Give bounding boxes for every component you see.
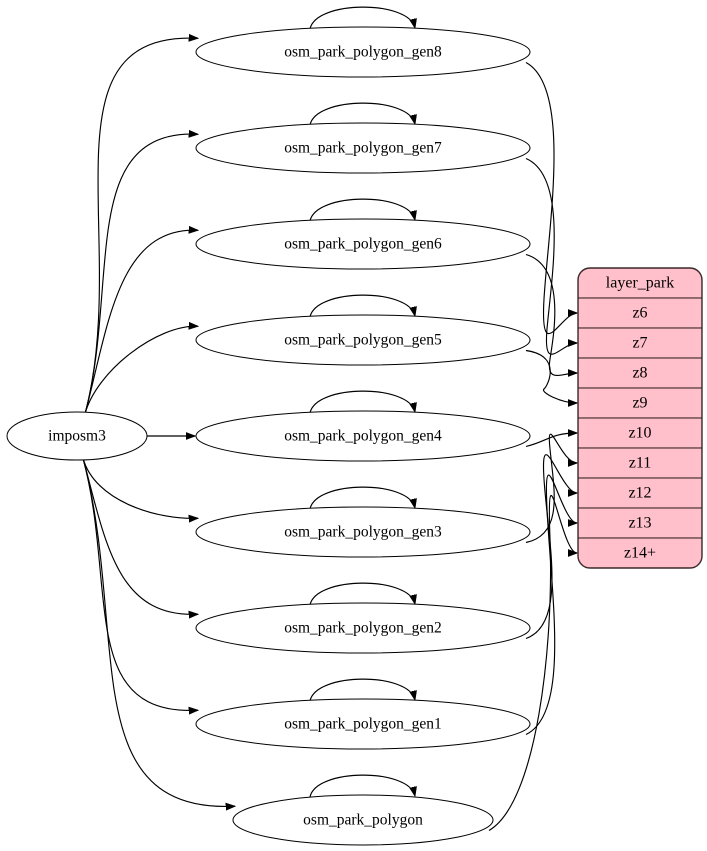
node-shape-gen1 xyxy=(195,698,531,750)
node-shape-gen6 xyxy=(195,218,531,270)
table-row-label: z12 xyxy=(628,485,651,502)
table-row-z14+[interactable] xyxy=(578,537,702,568)
table-row-z10[interactable] xyxy=(578,417,702,449)
node-label-gen4: osm_park_polygon_gen4 xyxy=(284,428,442,445)
node-gen2[interactable]: osm_park_polygon_gen2 xyxy=(195,602,531,654)
edge-gen4-to-z10 xyxy=(525,433,577,448)
table-row-label: z14+ xyxy=(624,545,656,562)
node-label-gen2: osm_park_polygon_gen2 xyxy=(284,620,442,637)
self-loop-gen3 xyxy=(309,486,415,509)
edge-imposm3-to-gen7 xyxy=(84,134,198,415)
table-row-label: z9 xyxy=(632,395,647,412)
node-shape-imposm3 xyxy=(6,411,148,461)
edges-to-layer-park xyxy=(488,61,577,831)
node-label-gen8: osm_park_polygon_gen8 xyxy=(284,44,442,61)
node-gen1[interactable]: osm_park_polygon_gen1 xyxy=(195,698,531,750)
table-outline xyxy=(577,267,703,569)
table-row-z11[interactable] xyxy=(578,447,702,479)
node-gen8[interactable]: osm_park_polygon_gen8 xyxy=(195,26,531,78)
table-row-z13[interactable] xyxy=(578,507,702,539)
edge-gen5-to-z9 xyxy=(525,349,577,404)
node-shape-base xyxy=(232,794,494,846)
self-loop-gen5 xyxy=(309,294,415,317)
edge-gen1-to-z13 xyxy=(525,474,577,736)
edge-gen8-to-z6 xyxy=(525,61,577,335)
node-base[interactable]: osm_park_polygon xyxy=(232,794,494,846)
node-label-gen5: osm_park_polygon_gen5 xyxy=(284,332,442,349)
self-loop-base xyxy=(309,774,415,797)
node-gen7[interactable]: osm_park_polygon_gen7 xyxy=(195,122,531,174)
table-row-z12[interactable] xyxy=(578,477,702,509)
self-loop-gen7 xyxy=(309,102,415,125)
table-row-z7[interactable] xyxy=(578,327,702,359)
node-label-gen6: osm_park_polygon_gen6 xyxy=(284,236,442,253)
layer-park-table: layer_park z6 z7 z8 z9 z10 z11 z12 z13 z14+ xyxy=(577,267,703,569)
table-row-label: z8 xyxy=(632,365,647,382)
edge-gen6-to-z8 xyxy=(525,253,577,376)
node-label-imposm3: imposm3 xyxy=(48,428,106,445)
node-shape-gen4 xyxy=(195,410,531,462)
table-row-label: z7 xyxy=(632,335,647,352)
edge-gen2-to-z12 xyxy=(525,454,577,640)
edge-imposm3-to-gen2 xyxy=(82,457,198,614)
node-gen6[interactable]: osm_park_polygon_gen6 xyxy=(195,218,531,270)
node-shape-gen8 xyxy=(195,26,531,78)
node-label-gen7: osm_park_polygon_gen7 xyxy=(284,140,442,157)
node-shape-gen2 xyxy=(195,602,531,654)
edge-gen7-to-z7 xyxy=(525,157,577,355)
node-gen3[interactable]: osm_park_polygon_gen3 xyxy=(195,506,531,558)
edge-imposm3-to-gen6 xyxy=(84,230,198,415)
node-shape-gen7 xyxy=(195,122,531,174)
self-loop-gen8 xyxy=(309,6,415,29)
table-row-label: z6 xyxy=(632,305,647,322)
edge-imposm3-to-gen1 xyxy=(82,457,198,710)
node-shape-gen3 xyxy=(195,506,531,558)
self-loop-edges xyxy=(309,6,415,797)
table-row-label: z13 xyxy=(628,515,651,532)
edge-imposm3-to-gen5 xyxy=(84,326,198,415)
table-row-label: z10 xyxy=(628,425,651,442)
self-loop-gen4 xyxy=(309,390,415,413)
self-loop-gen6 xyxy=(309,198,415,221)
graph-nodes: osm_park_polygon_gen8 osm_park_polygon_ge… xyxy=(6,26,531,846)
node-gen4[interactable]: osm_park_polygon_gen4 xyxy=(195,410,531,462)
self-loop-gen2 xyxy=(309,582,415,605)
edge-base-to-z14+ xyxy=(488,494,577,831)
table-header-label: layer_park xyxy=(606,275,674,292)
edge-imposm3-to-base xyxy=(82,457,235,806)
edge-imposm3-to-gen8 xyxy=(84,38,198,415)
table-row-z9[interactable] xyxy=(578,387,702,419)
table-row-label: z11 xyxy=(629,455,652,472)
node-label-gen1: osm_park_polygon_gen1 xyxy=(284,716,442,733)
node-gen5[interactable]: osm_park_polygon_gen5 xyxy=(195,314,531,366)
self-loop-gen1 xyxy=(309,678,415,701)
node-shape-gen5 xyxy=(195,314,531,366)
node-label-gen3: osm_park_polygon_gen3 xyxy=(284,524,442,541)
node-label-base: osm_park_polygon xyxy=(303,812,423,829)
edge-imposm3-to-gen3 xyxy=(82,457,198,518)
edges-from-imposm3 xyxy=(82,38,235,806)
node-imposm3[interactable]: imposm3 xyxy=(6,411,148,461)
